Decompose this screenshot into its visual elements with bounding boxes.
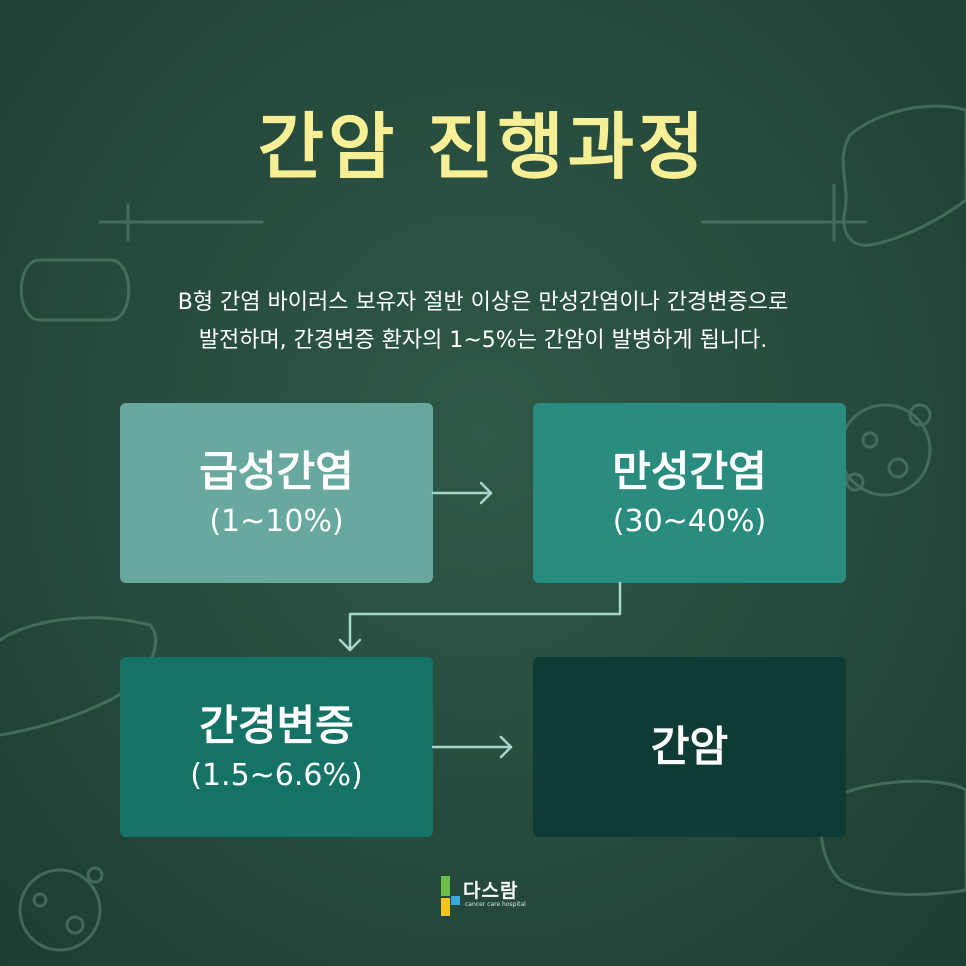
arrow-acute-to-chronic [431, 481, 493, 505]
stage-rate: (1~10%) [209, 504, 344, 539]
stage-acute-hepatitis: 급성간염 (1~10%) [120, 403, 433, 583]
description: B형 간염 바이러스 보유자 절반 이상은 만성간염이나 간경변증으로 발전하며… [0, 284, 966, 360]
stage-name: 간암 [650, 722, 729, 771]
stage-liver-cancer: 간암 [533, 657, 846, 837]
stage-name: 급성간염 [199, 447, 354, 496]
logo-mark-icon [441, 876, 460, 916]
logo-tagline: cancer care hospital [465, 901, 526, 908]
stage-rate: (30~40%) [612, 504, 767, 539]
stage-rate: (1.5~6.6%) [190, 758, 363, 793]
arrow-cirrhosis-to-cancer [431, 735, 513, 759]
stage-liver-cirrhosis: 간경변증 (1.5~6.6%) [120, 657, 433, 837]
stage-name: 만성간염 [612, 447, 767, 496]
arrow-chronic-to-cirrhosis [338, 581, 622, 652]
description-line-1: B형 간염 바이러스 보유자 절반 이상은 만성간염이나 간경변증으로 [177, 290, 789, 315]
description-line-2: 발전하며, 간경변증 환자의 1~5%는 간암이 발병하게 됩니다. [198, 328, 768, 353]
stage-chronic-hepatitis: 만성간염 (30~40%) [533, 403, 846, 583]
hospital-logo: 다스람 cancer care hospital [441, 876, 531, 918]
logo-brand: 다스람 [463, 880, 519, 902]
stage-name: 간경변증 [199, 701, 354, 750]
page-title: 간암 진행과정 [257, 105, 709, 189]
